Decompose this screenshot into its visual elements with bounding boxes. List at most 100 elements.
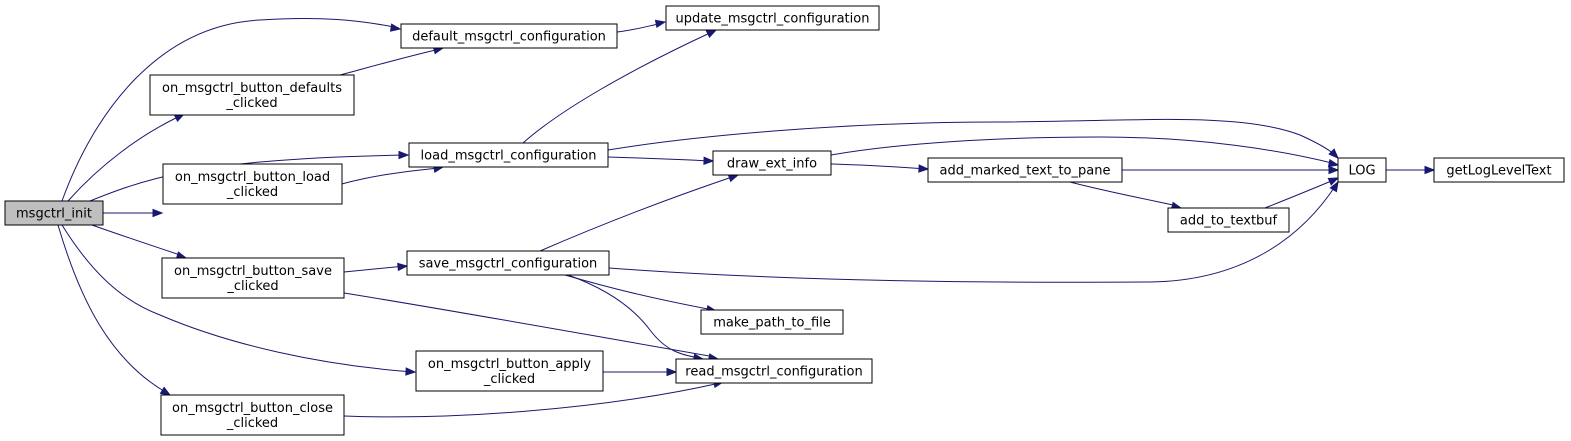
node-label: LOG (1348, 164, 1375, 179)
edge-msgctrl_init-to-on_msgctrl_button_close_clicked (57, 224, 172, 396)
node-label: msgctrl_init (16, 207, 92, 222)
node-box[interactable] (400, 23, 618, 49)
node-box[interactable] (161, 257, 345, 299)
edge-msgctrl_init-to-load_msgctrl_configuration (89, 150, 410, 202)
node-load_msgctrl_configuration[interactable]: load_msgctrl_configuration (408, 142, 609, 168)
edge-line (607, 156, 712, 162)
edge-line (67, 115, 181, 202)
node-box[interactable] (927, 157, 1123, 183)
node-getLogLevelText[interactable]: getLogLevelText (1433, 157, 1565, 183)
arrowhead (1327, 177, 1340, 186)
edge-line (343, 292, 716, 358)
edge-add_marked_text_to_pane-to-add_to_textbuf (1069, 181, 1183, 210)
node-default_msgctrl_configuration[interactable]: default_msgctrl_configuration (400, 23, 618, 49)
node-label: _clicked (226, 185, 278, 200)
node-box[interactable] (4, 200, 104, 226)
edge-save_msgctrl_configuration-to-LOG (608, 180, 1339, 283)
node-label: _clicked (483, 372, 535, 387)
node-label: save_msgctrl_configuration (419, 257, 598, 272)
node-label: _clicked (225, 96, 277, 111)
edge-line (61, 17, 400, 202)
node-msgctrl_init[interactable]: msgctrl_init (4, 200, 104, 226)
node-read_msgctrl_configuration[interactable]: read_msgctrl_configuration (675, 358, 873, 384)
edge-on_msgctrl_button_apply_clicked-to-read_msgctrl_configuration (603, 367, 678, 377)
node-add_marked_text_to_pane[interactable]: add_marked_text_to_pane (927, 157, 1123, 183)
node-label: load_msgctrl_configuration (421, 149, 597, 164)
node-label: default_msgctrl_configuration (412, 30, 606, 45)
edge-add_marked_text_to_pane-to-LOG (1122, 165, 1340, 175)
edge-on_msgctrl_button_defaults_clicked-to-default_msgctrl_configuration (339, 46, 445, 76)
edge-line (539, 175, 736, 252)
node-label: read_msgctrl_configuration (685, 365, 862, 380)
edge-line (61, 224, 414, 373)
edge-line (339, 48, 441, 76)
node-make_path_to_file[interactable]: make_path_to_file (700, 309, 844, 335)
edge-line (91, 224, 184, 257)
edge-line (343, 265, 406, 273)
node-box[interactable] (712, 150, 832, 176)
nodes-layer: msgctrl_init default_msgctrl_configuratio… (4, 5, 1565, 436)
arrowhead (159, 386, 172, 396)
arrowhead (1328, 165, 1340, 175)
node-label: _clicked (226, 416, 278, 431)
edge-save_msgctrl_configuration-to-read_msgctrl_configuration (567, 274, 705, 362)
node-box[interactable] (160, 394, 345, 436)
node-update_msgctrl_configuration[interactable]: update_msgctrl_configuration (665, 5, 880, 31)
node-label: on_msgctrl_button_defaults (162, 81, 342, 96)
edge-line (830, 163, 927, 170)
node-box[interactable] (1167, 207, 1290, 233)
node-label: make_path_to_file (713, 316, 831, 331)
edge-line (607, 118, 1337, 157)
node-box[interactable] (1433, 157, 1565, 183)
edge-msgctrl_init-to-on_msgctrl_button_load_clicked (103, 208, 164, 218)
node-box[interactable] (1337, 157, 1387, 183)
arrowhead (666, 367, 678, 377)
node-on_msgctrl_button_close_clicked[interactable]: on_msgctrl_button_close_clicked (160, 394, 345, 436)
arrowhead (1328, 148, 1339, 159)
node-draw_ext_info[interactable]: draw_ext_info (712, 150, 832, 176)
node-box[interactable] (149, 74, 355, 116)
arrowhead (918, 164, 930, 173)
node-label: on_msgctrl_button_close (172, 401, 333, 416)
node-on_msgctrl_button_apply_clicked[interactable]: on_msgctrl_button_apply_clicked (415, 350, 604, 392)
edge-draw_ext_info-to-add_marked_text_to_pane (830, 163, 930, 173)
arrowhead (705, 29, 718, 39)
node-box[interactable] (408, 142, 609, 168)
edge-line (343, 382, 721, 418)
edge-line (567, 274, 701, 359)
node-on_msgctrl_button_load_clicked[interactable]: on_msgctrl_button_load_clicked (162, 163, 343, 205)
node-on_msgctrl_button_save_clicked[interactable]: on_msgctrl_button_save_clicked (161, 257, 345, 299)
node-box[interactable] (415, 350, 604, 392)
edge-LOG-to-getLogLevelText (1386, 165, 1436, 175)
node-label: getLogLevelText (1446, 164, 1551, 179)
node-box[interactable] (675, 358, 873, 384)
edge-line (830, 136, 1337, 165)
edge-line (89, 154, 407, 202)
node-box[interactable] (162, 163, 343, 205)
node-box[interactable] (700, 309, 844, 335)
edge-add_to_textbuf-to-LOG (1264, 177, 1340, 209)
edge-line (57, 224, 168, 394)
node-box[interactable] (406, 250, 610, 276)
node-on_msgctrl_button_defaults_clicked[interactable]: on_msgctrl_button_defaults_clicked (149, 74, 355, 116)
node-save_msgctrl_configuration[interactable]: save_msgctrl_configuration (406, 250, 610, 276)
node-add_to_textbuf[interactable]: add_to_textbuf (1167, 207, 1290, 233)
node-label: on_msgctrl_button_save (174, 264, 332, 279)
edge-line (608, 184, 1337, 283)
node-LOG[interactable]: LOG (1337, 157, 1387, 183)
arrowhead (727, 174, 740, 183)
edge-msgctrl_init-to-on_msgctrl_button_save_clicked (91, 224, 188, 260)
node-label: draw_ext_info (727, 157, 817, 172)
arrowhead (703, 156, 715, 165)
arrowhead (405, 367, 417, 376)
edge-msgctrl_init-to-on_msgctrl_button_apply_clicked (61, 224, 417, 376)
arrowhead (1424, 165, 1436, 175)
node-box[interactable] (665, 5, 880, 31)
edge-draw_ext_info-to-LOG (830, 136, 1340, 168)
node-label: on_msgctrl_button_load (175, 170, 330, 185)
arrowhead (1327, 158, 1340, 168)
arrowhead (152, 208, 164, 218)
node-label: _clicked (226, 279, 278, 294)
edge-on_msgctrl_button_save_clicked-to-save_msgctrl_configuration (343, 262, 409, 273)
edge-load_msgctrl_configuration-to-draw_ext_info (607, 156, 715, 165)
